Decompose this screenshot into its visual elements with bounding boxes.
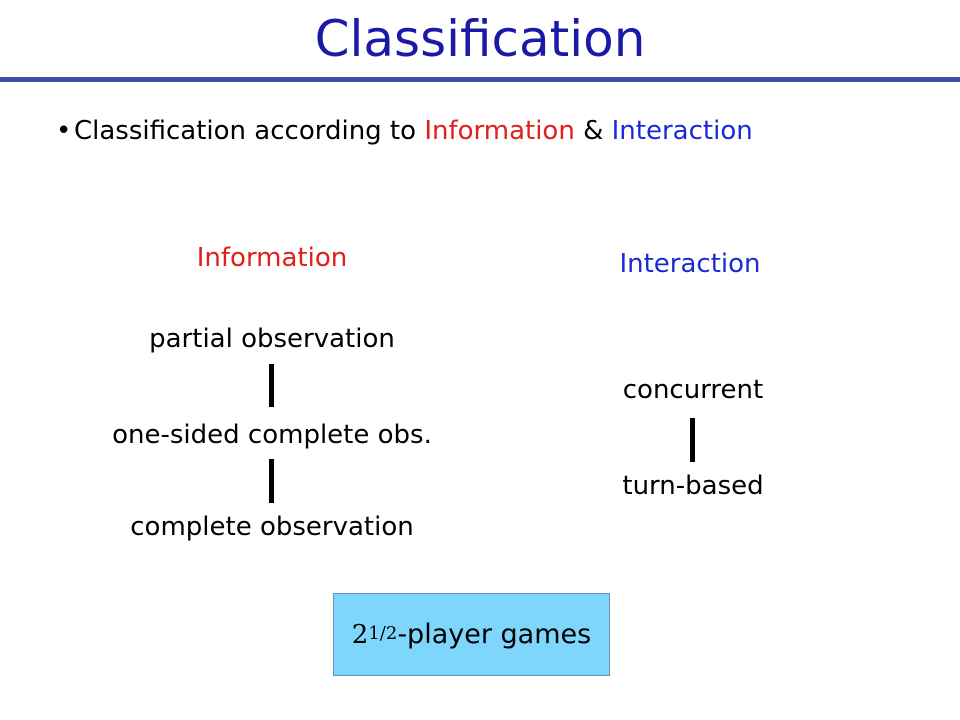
- interaction-level-concurrent: concurrent: [622, 375, 764, 405]
- bullet-connector: &: [574, 116, 612, 146]
- bullet-term-interaction: Interaction: [611, 116, 753, 146]
- slide-title: Classification: [314, 10, 646, 68]
- title-underline: [0, 77, 960, 82]
- games-fraction: 1/2: [368, 623, 398, 644]
- bullet-prefix: Classification according to: [74, 116, 425, 146]
- bullet-term-information: Information: [424, 116, 575, 146]
- games-integer: 2: [351, 619, 369, 650]
- information-connector-1: [269, 364, 274, 407]
- bullet-marker: •: [56, 116, 72, 146]
- information-connector-2: [269, 459, 274, 503]
- interaction-connector: [690, 418, 695, 462]
- interaction-level-turn-based: turn-based: [622, 471, 764, 501]
- information-level-one-sided: one-sided complete obs.: [112, 420, 432, 450]
- information-heading: Information: [196, 243, 348, 273]
- information-level-partial: partial observation: [149, 324, 395, 354]
- bullet-classification: •Classification according to Information…: [56, 112, 753, 150]
- games-label: -player games: [397, 619, 592, 650]
- interaction-heading: Interaction: [619, 249, 761, 279]
- information-level-complete: complete observation: [130, 512, 414, 542]
